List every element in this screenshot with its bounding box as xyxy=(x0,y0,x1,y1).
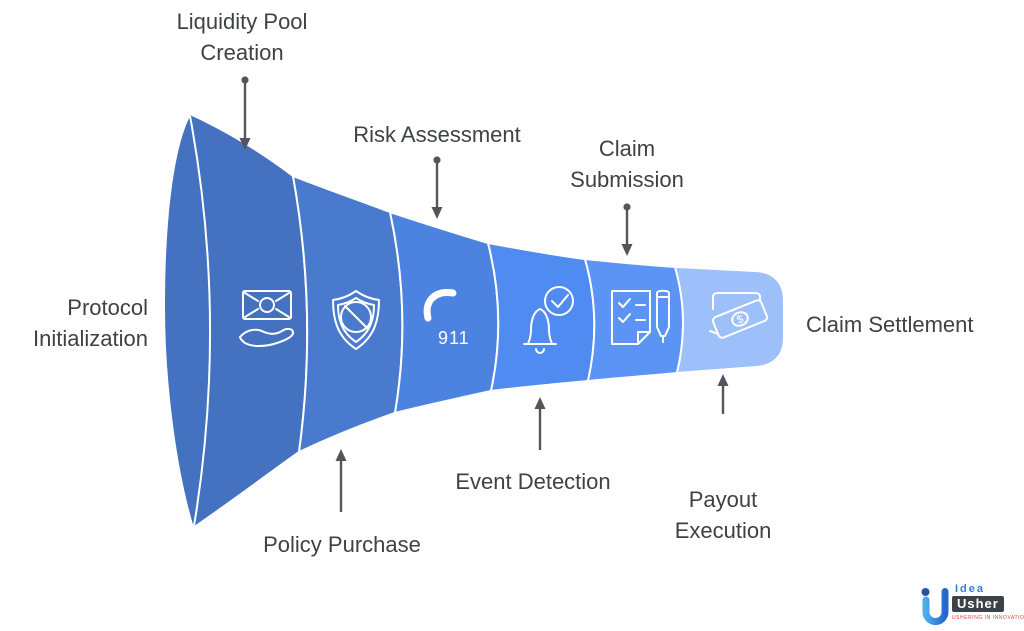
document xyxy=(611,290,651,345)
phone-number-text: 911 xyxy=(438,328,470,348)
payout-note-oval xyxy=(731,311,749,327)
label-claim-settlement: Claim Settlement xyxy=(806,309,1024,340)
arrow-head xyxy=(431,207,443,219)
label-line: Payout xyxy=(688,487,758,512)
cash-slot-icon: $ xyxy=(709,292,769,339)
arrow-event-detection xyxy=(534,397,546,450)
label-line: Claim Settlement xyxy=(806,312,974,337)
checklist-check-2 xyxy=(618,313,631,323)
label-risk-assessment: Risk Assessment xyxy=(327,119,547,150)
arrow-dot xyxy=(623,203,631,211)
idea-usher-logo: Idea Usher USHERING IN INNOVATION xyxy=(919,583,1024,627)
document-fold xyxy=(637,331,651,345)
money-hand-icon xyxy=(239,290,295,347)
dollar-sign-text: $ xyxy=(735,313,745,326)
shield-outer xyxy=(332,290,380,350)
funnel-segment-policy-purchase xyxy=(292,175,404,453)
funnel-segment-liquidity-pool-creation xyxy=(163,113,309,529)
funnel-segment-event-detection xyxy=(487,242,596,392)
label-event-detection: Event Detection xyxy=(433,466,633,497)
label-line: Policy Purchase xyxy=(263,532,421,557)
checklist-check-1 xyxy=(618,298,631,308)
label-line: Submission xyxy=(570,167,684,192)
bell-check-icon xyxy=(523,286,574,354)
label-payout-execution: Payout Execution xyxy=(623,484,823,546)
check-mark xyxy=(551,294,569,308)
logo-tagline: USHERING IN INNOVATION xyxy=(952,615,1024,621)
arrow-head xyxy=(534,397,546,409)
arrow-head xyxy=(239,138,251,150)
idea-usher-mark-icon xyxy=(921,588,949,625)
label-line: Creation xyxy=(200,40,284,65)
mark-dot xyxy=(921,588,930,596)
arrow-head xyxy=(717,374,729,386)
label-line: Risk Assessment xyxy=(353,122,521,147)
hand xyxy=(239,327,295,347)
shield-slash xyxy=(344,305,368,329)
banknote-corners xyxy=(244,292,290,318)
banknote xyxy=(242,290,292,320)
label-line: Execution xyxy=(674,518,772,543)
arrow-claim-submission xyxy=(621,203,633,256)
banknote-circle xyxy=(259,297,275,313)
bell-body xyxy=(527,308,553,345)
arrow-dot xyxy=(241,76,249,84)
phone-handset xyxy=(423,289,457,322)
check-badge xyxy=(544,286,574,316)
label-policy-purchase: Policy Purchase xyxy=(242,529,442,560)
shield-inner xyxy=(337,297,375,343)
funnel-mouth-line xyxy=(189,115,212,527)
arrow-payout-execution xyxy=(717,374,729,414)
label-protocol-initialization: Protocol Initialization xyxy=(0,292,148,354)
arrow-dot xyxy=(433,156,441,164)
mark-u xyxy=(922,588,949,625)
label-line: Event Detection xyxy=(455,469,611,494)
label-line: Initialization xyxy=(33,326,148,351)
shield-circle xyxy=(340,301,372,333)
arrow-policy-purchase xyxy=(335,449,347,512)
bell-clapper xyxy=(535,348,545,354)
arrow-head xyxy=(621,244,633,256)
shield-icon xyxy=(332,290,380,350)
payout-note xyxy=(711,299,769,339)
logo-idea-text: Idea xyxy=(955,583,986,595)
label-claim-submission: Claim Submission xyxy=(527,133,727,195)
label-line: Liquidity Pool xyxy=(176,9,308,34)
arrow-head xyxy=(335,449,347,461)
label-liquidity-pool-creation: Liquidity Pool Creation xyxy=(132,6,352,68)
document-pen-icon xyxy=(611,289,670,345)
slot-frame xyxy=(712,292,761,310)
logo-usher-text: Usher xyxy=(952,596,1004,612)
funnel-segment-risk-assessment xyxy=(389,211,500,414)
arrow-risk-assessment xyxy=(431,156,443,219)
label-line: Claim xyxy=(598,136,656,161)
label-line: Protocol xyxy=(67,295,148,320)
arrow-liquidity-pool-creation xyxy=(239,76,251,150)
logo-text-block: Idea Usher USHERING IN INNOVATION xyxy=(952,583,1024,621)
phone-911-icon: 911 xyxy=(423,289,470,348)
